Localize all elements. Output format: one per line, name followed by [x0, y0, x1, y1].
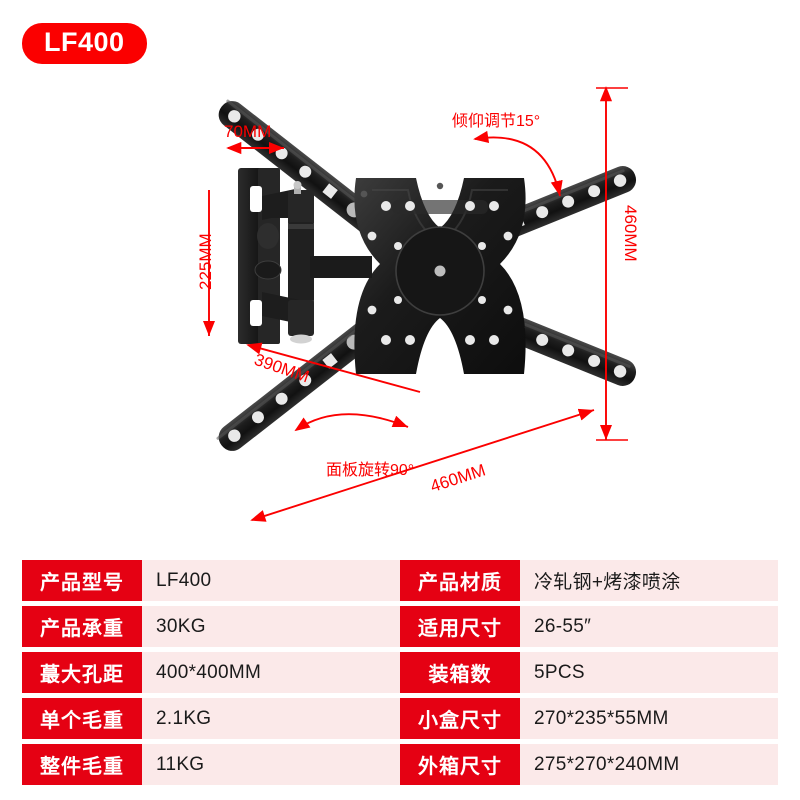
spec-value: 11KG	[142, 744, 400, 785]
dimension-label-height: 460MM	[621, 205, 640, 262]
dimension-label-tilt-adjust: 倾仰调节15°	[452, 113, 541, 130]
spec-value: 275*270*240MM	[520, 744, 778, 785]
spec-value: 5PCS	[520, 652, 778, 693]
spec-key: 产品材质	[400, 560, 520, 601]
spec-value: 26-55″	[520, 606, 778, 647]
spec-column-right: 产品材质 冷轧钢+烤漆喷涂 适用尺寸 26-55″ 装箱数 5PCS 小盒尺寸 …	[400, 560, 778, 785]
spec-value: 冷轧钢+烤漆喷涂	[520, 560, 778, 601]
spec-value: 30KG	[142, 606, 400, 647]
dimension-label-depth: 70MM	[224, 122, 272, 141]
wall-plate-assembly	[238, 168, 372, 344]
product-illustration: 70MM 倾仰调节15° 225MM 390MM 面板旋转90° 460MM 4…	[196, 86, 640, 522]
center-plate	[354, 178, 526, 374]
spec-value: LF400	[142, 560, 400, 601]
spec-key: 整件毛重	[22, 744, 142, 785]
mount-diagram	[202, 86, 637, 522]
table-row: 产品材质 冷轧钢+烤漆喷涂	[400, 560, 778, 601]
dimension-label-panel-rotation: 面板旋转90°	[326, 462, 415, 479]
spec-key: 适用尺寸	[400, 606, 520, 647]
spec-column-left: 产品型号 LF400 产品承重 30KG 蕞大孔距 400*400MM 单个毛重…	[22, 560, 400, 785]
spec-key: 产品承重	[22, 606, 142, 647]
spec-key: 小盒尺寸	[400, 698, 520, 739]
table-row: 整件毛重 11KG	[22, 744, 400, 785]
spec-key: 外箱尺寸	[400, 744, 520, 785]
table-row: 产品型号 LF400	[22, 560, 400, 601]
spec-value: 2.1KG	[142, 698, 400, 739]
spec-key: 产品型号	[22, 560, 142, 601]
table-row: 装箱数 5PCS	[400, 652, 778, 693]
model-badge: LF400	[22, 23, 147, 64]
table-row: 适用尺寸 26-55″	[400, 606, 778, 647]
spec-key: 单个毛重	[22, 698, 142, 739]
spec-key: 装箱数	[400, 652, 520, 693]
table-row: 单个毛重 2.1KG	[22, 698, 400, 739]
table-row: 产品承重 30KG	[22, 606, 400, 647]
dimension-lines	[202, 86, 628, 522]
table-row: 外箱尺寸 275*270*240MM	[400, 744, 778, 785]
spec-value: 400*400MM	[142, 652, 400, 693]
spec-key: 蕞大孔距	[22, 652, 142, 693]
dimension-label-wallplate-height: 225MM	[196, 233, 215, 290]
table-row: 小盒尺寸 270*235*55MM	[400, 698, 778, 739]
spec-value: 270*235*55MM	[520, 698, 778, 739]
table-row: 蕞大孔距 400*400MM	[22, 652, 400, 693]
specification-table: 产品型号 LF400 产品承重 30KG 蕞大孔距 400*400MM 单个毛重…	[22, 560, 778, 785]
